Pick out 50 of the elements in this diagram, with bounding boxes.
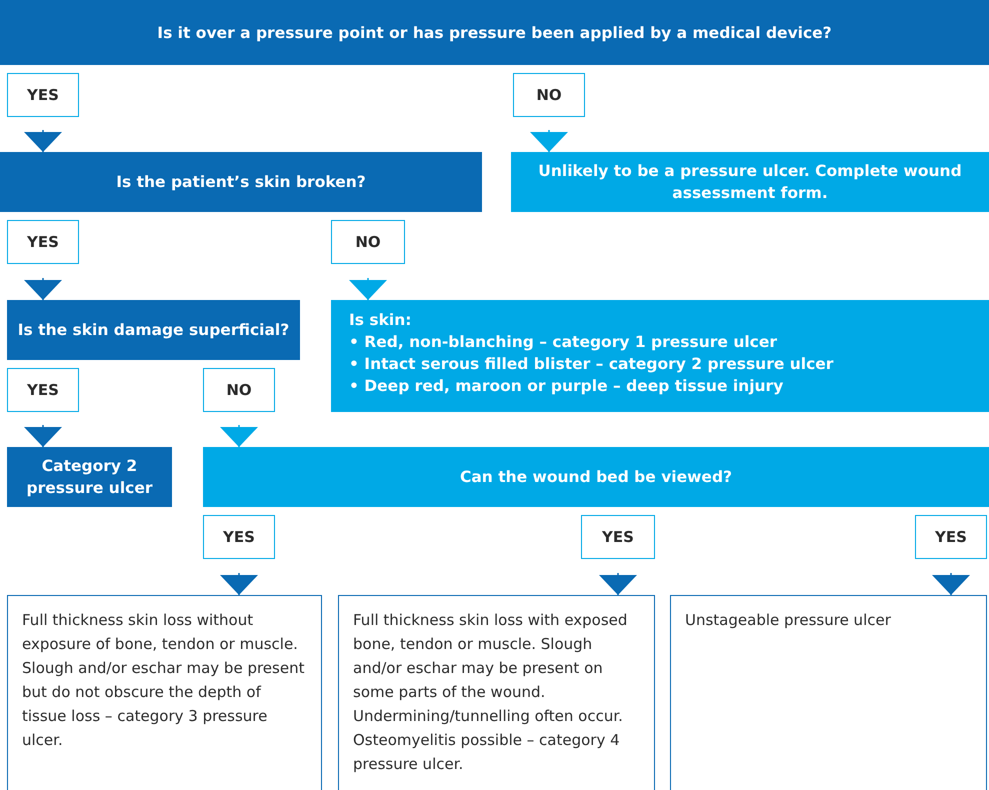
arrow: [220, 573, 258, 595]
answer-box: [7, 368, 79, 412]
box-text: Is the patient’s skin broken?: [116, 172, 366, 193]
answer-box: [203, 368, 275, 412]
box-text: Unlikely to be a pressure ulcer. Complete wound assessment form.: [537, 161, 963, 204]
box-text: YES: [27, 232, 59, 253]
result-box: [203, 447, 989, 507]
answer-box: [513, 73, 585, 117]
answer-box: [7, 220, 79, 264]
arrow: [932, 573, 970, 595]
box-text: YES: [602, 527, 634, 548]
box-text: Is the skin damage superficial?: [18, 320, 290, 341]
arrow: [24, 130, 62, 152]
answer-box: [331, 220, 405, 264]
result-box: [331, 300, 989, 412]
answer-box: [7, 73, 79, 117]
arrow: [530, 130, 568, 152]
box-text: Is it over a pressure point or has pressure been applied by a medical device?: [157, 22, 832, 44]
bullet-item: • Intact serous filled blister – category 2 pressure ulcer: [349, 354, 834, 375]
box-text: Unstageable pressure ulcer: [685, 610, 891, 631]
box-text: Full thickness skin loss without exposure of bone, tendon or muscle. Slough and/or eschar may be present but do not obscure the depth of tissue loss – category 3 pressure ulcer.: [22, 610, 306, 751]
bullet-item: • Deep red, maroon or purple – deep tissue injury: [349, 376, 784, 397]
question-box: [0, 152, 482, 212]
arrow: [24, 278, 62, 300]
answer-box: [581, 515, 655, 559]
question-box: [0, 0, 989, 65]
question-box: [7, 447, 172, 507]
box-text: Full thickness skin loss with exposed bone, tendon or muscle. Slough and/or eschar may be present on some parts of the wound. Undermining/tunnelling often occur. Osteomyelitis possible – category 4 pressure ulcer.: [353, 610, 628, 775]
box-text: YES: [223, 527, 255, 548]
box-text: NO: [355, 232, 381, 253]
outcome-box: [670, 595, 987, 790]
answer-box: [203, 515, 275, 559]
box-text: YES: [27, 85, 59, 106]
result-box: [511, 152, 989, 212]
arrow: [24, 425, 62, 447]
answer-box: [915, 515, 987, 559]
box-text: Category 2 pressure ulcer: [26, 456, 154, 499]
box-text: Can the wound bed be viewed?: [460, 467, 732, 488]
box-text: YES: [27, 380, 59, 401]
arrow: [599, 573, 637, 595]
arrow: [349, 278, 387, 300]
box-text: Is skin:: [349, 310, 412, 331]
arrow: [220, 425, 258, 447]
outcome-box: [7, 595, 322, 790]
bullet-item: • Red, non-blanching – category 1 pressure ulcer: [349, 332, 778, 353]
outcome-box: [338, 595, 655, 790]
box-text: YES: [935, 527, 967, 548]
box-text: NO: [536, 85, 562, 106]
question-box: [7, 300, 300, 360]
box-text: NO: [226, 380, 252, 401]
